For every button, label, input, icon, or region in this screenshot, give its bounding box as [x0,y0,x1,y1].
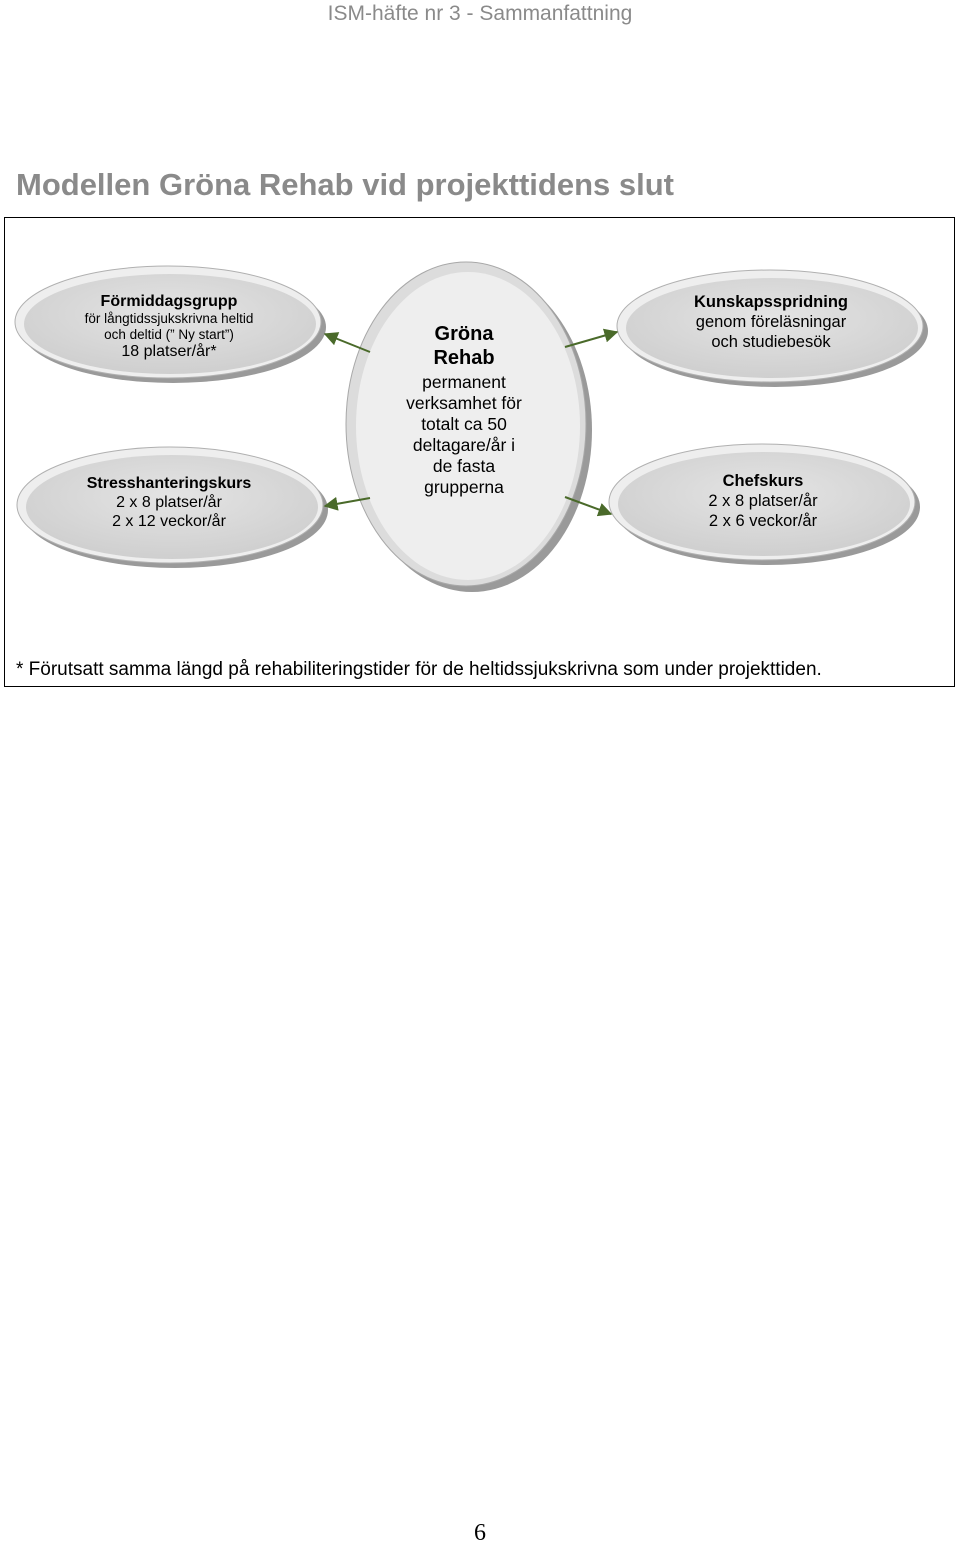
formiddagsgrupp-line-2: och deltid (” Ny start”) [104,326,234,342]
ellipse-stresshanteringskurs [16,446,328,568]
kunskapsspridning-text: Kunskapsspridning genom föreläsningar oc… [660,293,882,352]
grona-rehab-text: Gröna Rehab permanent verksamhet för tot… [374,322,554,498]
ellipse-formiddagsgrupp [14,265,326,383]
running-header: ISM-häfte nr 3 - Sammanfattning [327,2,633,25]
ellipse-grona-rehab [345,261,592,592]
grona-rehab-title-2: Rehab [433,347,495,369]
ellipse-kunskapsspridning [616,269,928,387]
grona-rehab-line-5: de fasta [432,456,496,476]
formiddagsgrupp-text: Förmiddagsgrupp för långtidssjukskrivna … [58,292,280,361]
chefskurs-title: Chefskurs [722,472,804,490]
page-title: Modellen Gröna Rehab vid projekttidens s… [16,167,674,202]
kunskapsspridning-line-2: och studiebesök [711,332,831,351]
chefskurs-line-2: 2 x 6 veckor/år [708,511,818,530]
ellipse-chefskurs [608,443,920,565]
footnote: * Förutsatt samma längd på rehabiliterin… [16,659,822,680]
kunskapsspridning-title: Kunskapsspridning [693,293,849,311]
stresshanteringskurs-line-2: 2 x 12 veckor/år [112,513,226,531]
model-diagram [14,261,928,592]
grona-rehab-title-1: Gröna [434,323,494,345]
arrow-center-to-right-bottom [564,496,613,517]
stresshanteringskurs-text: Stresshanteringskurs 2 x 8 platser/år 2 … [58,474,280,532]
grona-rehab-line-4: deltagare/år i [412,435,516,455]
formiddagsgrupp-title: Förmiddagsgrupp [100,293,238,310]
arrow-center-to-right-top [564,328,619,348]
formiddagsgrupp-line-3: 18 platser/år* [121,343,217,361]
grona-rehab-line-1: permanent [422,372,506,392]
diagram-frame [4,217,955,687]
arrow-center-to-left-bottom [323,496,371,511]
grona-rehab-line-2: verksamhet för [406,393,522,413]
chefskurs-text: Chefskurs 2 x 8 platser/år 2 x 6 veckor/… [652,472,874,531]
chefskurs-line-1: 2 x 8 platser/år [708,491,818,510]
grona-rehab-line-6: grupperna [424,477,504,497]
page-number: 6 [474,1520,486,1546]
stresshanteringskurs-line-1: 2 x 8 platser/år [116,494,222,512]
formiddagsgrupp-line-1: för långtidssjukskrivna heltid [84,311,254,327]
kunskapsspridning-line-1: genom föreläsningar [695,312,847,331]
stresshanteringskurs-title: Stresshanteringskurs [86,475,252,492]
arrow-center-to-left-top [323,332,371,353]
grona-rehab-line-3: totalt ca 50 [421,414,507,434]
